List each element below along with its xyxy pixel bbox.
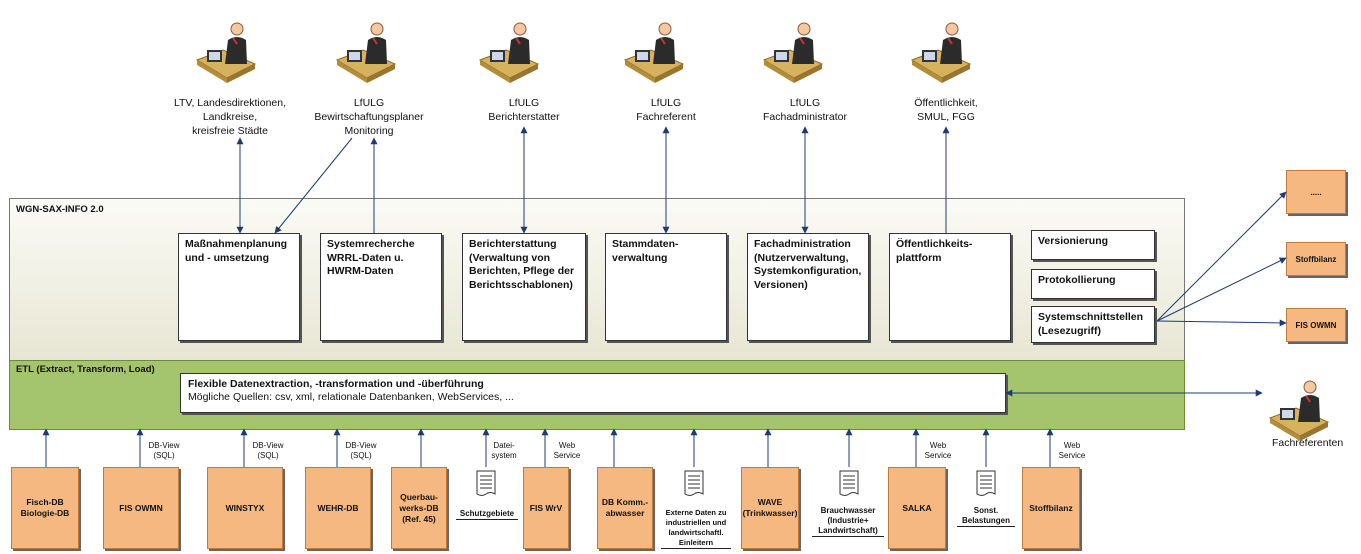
source-salka: SALKA	[888, 467, 946, 549]
document-label-schutzgebiete: Schutzgebiete	[456, 509, 518, 520]
document-icon	[839, 470, 859, 496]
etl-description-box: Flexible Datenextraction, -transformatio…	[180, 373, 1006, 413]
module-systemschnittstellen: Systemschnittstellen (Lesezugriff)	[1031, 306, 1155, 343]
etl-box-subtitle: Mögliche Quellen: csv, xml, relationale …	[188, 391, 514, 403]
source-wave: WAVE (Trinkwasser)	[741, 467, 799, 549]
user-label-fachreferent: LfULG Fachreferent	[636, 97, 696, 123]
source-fisch-db: Fisch-DB Biologie-DB	[11, 467, 79, 549]
document-label-externe-daten: Externe Daten zu industriellen und landw…	[661, 508, 731, 549]
module-protokollierung: Protokollierung	[1031, 269, 1155, 299]
conn-label-dateisystem: Datei- system	[491, 441, 517, 460]
source-fis-owmn: FIS OWMN	[103, 467, 179, 549]
module-versionierung: Versionierung	[1031, 230, 1155, 260]
document-label-sonst-belastungen: Sonst. Belastungen	[957, 506, 1015, 527]
user-at-desk-icon	[762, 22, 824, 83]
conn-label-web-service: Web Service	[1058, 441, 1086, 460]
source-winstyx: WINSTYX	[207, 467, 283, 549]
user-at-desk-icon	[623, 22, 685, 83]
document-label-brauchwasser: Brauchwasser (Industrie+ Landwirtschaft)	[812, 506, 884, 537]
user-label-ltv: LTV, Landesdirektionen, Landkreise, krei…	[173, 97, 287, 137]
wgn-frame-title: WGN-SAX-INFO 2.0	[16, 204, 104, 215]
etl-box-title: Flexible Datenextraction, -transformatio…	[188, 378, 484, 390]
conn-label-web-service: Web Service	[924, 441, 952, 460]
etl-frame-title: ETL (Extract, Transform, Load)	[16, 364, 155, 375]
module-stammdatenverwaltung: Stammdaten- verwaltung	[605, 233, 727, 341]
user-label-oeffentlichkeit: Öffentlichkeit, SMUL, FGG	[914, 97, 978, 123]
conn-label-db-view: DB-View (SQL)	[345, 441, 377, 460]
conn-label-web-service: Web Service	[553, 441, 581, 460]
source-fis-wrv: FIS WrV	[523, 467, 569, 549]
conn-label-db-view: DB-View (SQL)	[148, 441, 180, 460]
external-system-placeholder: .....	[1286, 170, 1346, 214]
source-querbauwerks-db: Querbau- werks-DB (Ref. 45)	[391, 467, 447, 549]
user-at-desk-icon	[335, 22, 397, 83]
document-icon	[976, 470, 996, 496]
source-db-komm-abwasser: DB Komm.- abwasser	[597, 467, 653, 549]
module-berichterstattung: Berichterstattung (Verwaltung von Berich…	[462, 233, 586, 341]
document-icon	[476, 470, 496, 496]
user-at-desk-icon	[910, 22, 972, 83]
module-fachadministration: Fachadministration (Nutzerverwaltung, Sy…	[747, 233, 869, 341]
source-stoffbilanz: Stoffbilanz	[1022, 467, 1080, 549]
user-at-desk-icon	[1268, 380, 1330, 441]
fachreferenten-label: Fachreferenten	[1272, 437, 1344, 449]
external-system-stoffbilanz: Stoffbilanz	[1286, 242, 1346, 276]
user-label-fachadministrator: LfULG Fachadministrator	[762, 97, 848, 123]
source-wehr-db: WEHR-DB	[305, 467, 371, 549]
external-system-fis-owmn: FIS OWMN	[1286, 308, 1346, 342]
document-icon	[684, 470, 704, 496]
user-at-desk-icon	[195, 22, 257, 83]
module-systemrecherche: Systemrecherche WRRL-Daten u. HWRM-Daten	[320, 233, 442, 341]
module-massnahmenplanung: Maßnahmenplanung und - umsetzung	[178, 233, 300, 341]
user-label-bewirtschaftungsplaner: LfULG Bewirtschaftungsplaner Monitoring	[314, 97, 424, 137]
user-label-berichterstatter: LfULG Berichterstatter	[488, 97, 560, 123]
conn-label-db-view: DB-View (SQL)	[252, 441, 284, 460]
module-oeffentlichkeitsplattform: Öffentlichkeits- plattform	[889, 233, 1011, 341]
user-at-desk-icon	[478, 22, 540, 83]
